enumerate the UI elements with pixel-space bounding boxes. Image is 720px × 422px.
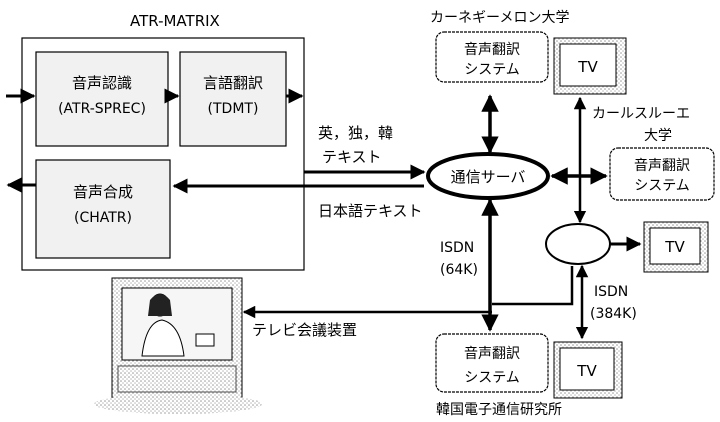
foreign-text-label-1: 英，独，韓 [318,124,393,142]
isdn-384-label-1: ISDN [594,284,628,300]
module-recognition-box [35,51,169,147]
foreign-text-label-2: テキスト [322,148,382,166]
cmu-system-label-2: システム [464,62,520,78]
etri-tv-screen [559,347,615,391]
cmu-system-box [435,31,549,83]
relay-ellipse [545,223,611,265]
karlsruhe-system-label-2: システム [634,178,690,194]
etri-name: 韓国電子通信研究所 [436,402,562,418]
cmu-name: カーネギーメロン大学 [430,10,569,26]
middle-tv-label: TV [664,238,685,256]
etri-tv-label: TV [576,362,597,380]
etri-system-box [435,333,549,393]
tv-conference-label: テレビ会議装置 [252,321,357,339]
server-ellipse [426,152,550,200]
translation-label: 言語翻訳 [203,74,263,92]
etri-system-label-2: システム [464,370,520,386]
system-title: ATR-MATRIX [130,12,220,30]
cmu-tv-label: TV [577,58,598,76]
karlsruhe-system-box [609,147,715,201]
translation-code: (TDMT) [208,101,259,117]
karlsruhe-name-1: カールスルーエ [592,106,690,122]
tv-conference-device [111,277,243,399]
module-synthesis-box [35,159,171,259]
synthesis-code: (CHATR) [74,210,132,226]
cmu-tv-screen [559,43,617,87]
karlsruhe-system-label-1: 音声翻訳 [634,157,690,174]
isdn-384-label-2: (384K) [590,306,637,322]
synthesis-label: 音声合成 [73,183,133,201]
etri-system-label-1: 音声翻訳 [464,345,520,362]
module-translation-box [179,51,287,147]
recognition-label: 音声認識 [72,74,132,92]
server-label: 通信サーバ [451,168,526,186]
japanese-text-label: 日本語テキスト [318,202,423,220]
link-relay-tvconf [492,266,574,306]
middle-tv-screen [649,227,701,265]
cmu-system-label-1: 音声翻訳 [464,41,520,58]
tv-conference-base [94,394,262,414]
recognition-code: (ATR-SPREC) [58,101,146,117]
karlsruhe-name-2: 大学 [644,128,672,144]
isdn-64-label-1: ISDN [440,240,474,256]
isdn-64-label-2: (64K) [440,262,478,278]
